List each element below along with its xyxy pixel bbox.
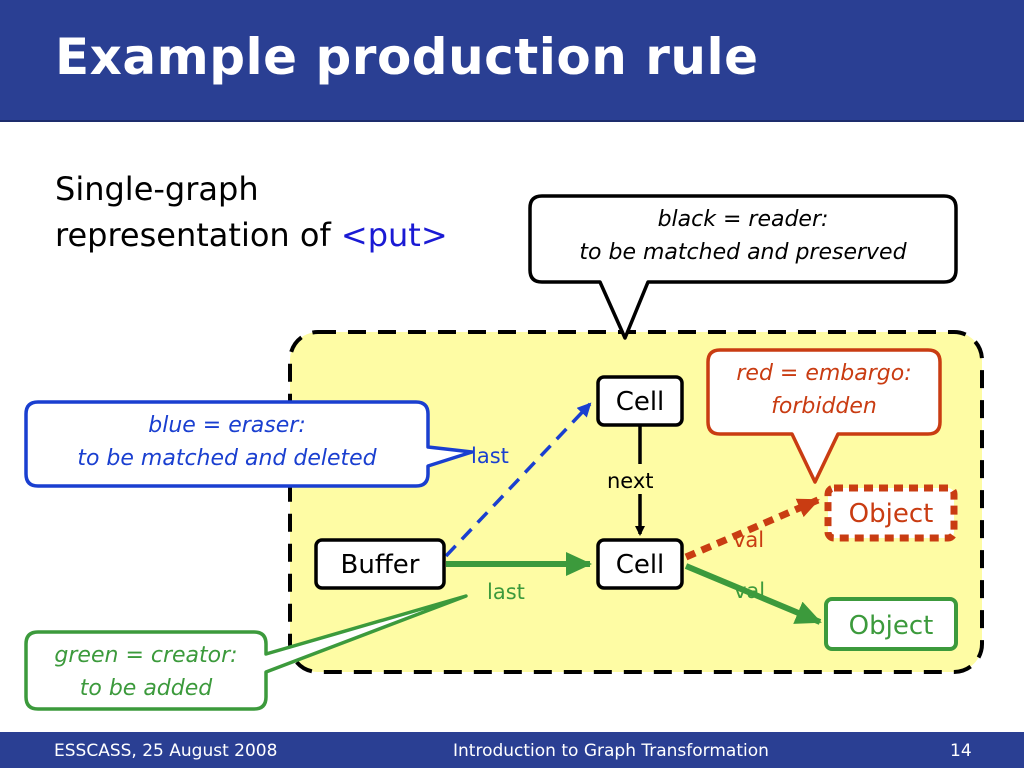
edge-last-erase [444,402,592,558]
title-bar: Example production rule [0,0,1024,122]
embargo-callout-line-2: forbidden [771,394,877,419]
node-cell-bottom-box [596,538,684,590]
eraser-callout-bubble [24,400,474,488]
footer-page-number: 14 [950,741,972,761]
eraser-callout-line-2: to be matched and deleted [77,446,377,471]
embargo-callout: red = embargo: forbidden [706,348,942,484]
subtitle-line-2-text: representation of [55,216,341,254]
label-last-erase: last [471,444,509,468]
edge-val-create [684,563,822,625]
node-cell-bottom-label: Cell [616,550,665,580]
edge-val-embargo [684,496,820,561]
subtitle-line-2: representation of <put> [55,212,448,258]
slide-subtitle: Single-graph representation of <put> [55,166,448,258]
creator-callout-line-1: green = creator: [54,643,237,668]
node-object-embargo-box [824,484,958,542]
label-val-create: val [734,579,765,603]
label-val-embargo: val [733,528,764,552]
node-object-embargo: Object [824,484,958,542]
node-cell-bottom: Cell [596,538,684,590]
embargo-callout-bubble [706,348,942,484]
reader-callout-line-1: black = reader: [658,207,829,232]
node-buffer: Buffer [314,538,446,590]
reader-callout-line-2: to be matched and preserved [579,240,907,265]
footer-bar: ESSCASS, 25 August 2008 Introduction to … [0,732,1024,768]
put-rule-name: <put> [340,216,448,254]
node-cell-top-box [596,375,684,427]
node-cell-top: Cell [596,375,684,427]
node-object-new-box [824,597,958,651]
node-object-embargo-label: Object [849,499,934,529]
reader-callout: black = reader: to be matched and preser… [528,194,958,340]
node-buffer-box [314,538,446,590]
embargo-callout-line-1: red = embargo: [736,361,911,386]
node-buffer-label: Buffer [341,550,420,580]
eraser-callout-line-1: blue = eraser: [148,413,306,438]
node-object-new: Object [824,597,958,651]
subtitle-line-1: Single-graph [55,170,259,208]
creator-callout-line-2: to be added [80,676,214,701]
footer-talk-title: Introduction to Graph Transformation [453,741,769,761]
label-last-create: last [487,580,525,604]
node-object-new-label: Object [849,611,934,641]
slide-title: Example production rule [55,28,759,86]
node-cell-top-label: Cell [616,387,665,417]
footer-event: ESSCASS, 25 August 2008 [54,741,278,761]
creator-callout: green = creator: to be added [24,594,468,711]
label-next: next [607,469,654,493]
creator-callout-bubble [24,594,468,711]
eraser-callout: blue = eraser: to be matched and deleted [24,400,474,488]
reader-callout-bubble [528,194,958,340]
